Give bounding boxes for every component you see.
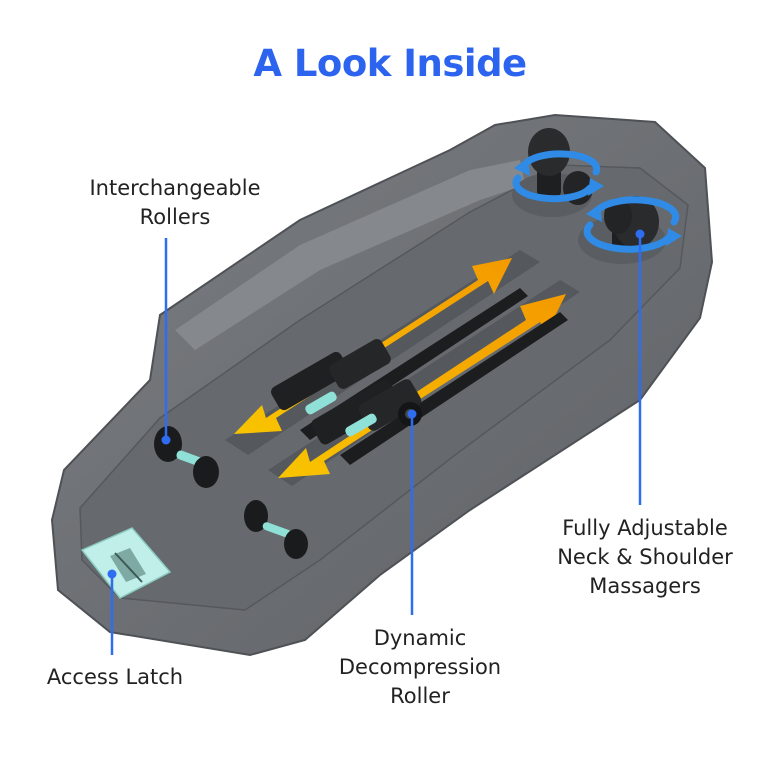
- callout-text: Roller: [390, 684, 450, 708]
- callout-access-latch: Access Latch: [30, 663, 200, 692]
- interchangeable-roller: [154, 426, 219, 488]
- interchangeable-roller: [244, 500, 308, 559]
- callout-text: Rollers: [139, 205, 211, 229]
- roller-belt: [340, 312, 568, 465]
- callout-text: Fully Adjustable: [562, 516, 728, 540]
- callout-massagers: Fully Adjustable Neck & Shoulder Massage…: [540, 514, 750, 601]
- callout-text: Massagers: [589, 574, 701, 598]
- page-title: A Look Inside: [253, 42, 527, 85]
- top-ridge: [175, 160, 525, 350]
- rail-channel: [268, 280, 580, 486]
- access-latch: [80, 527, 172, 599]
- rotation-arrow-icon: [588, 178, 604, 196]
- neck-massager-left: [528, 128, 593, 205]
- callout-text: Access Latch: [46, 665, 184, 689]
- callout-interchangeable-rollers: Interchangeable Rollers: [60, 174, 290, 232]
- rotation-arrow-icon: [583, 196, 680, 253]
- neck-massager-right: [604, 196, 659, 252]
- rotation-arrow-icon: [586, 204, 602, 222]
- callout-text: Decompression: [338, 655, 502, 679]
- callout-dot-latch: [107, 569, 117, 579]
- callout-text: Neck & Shoulder: [557, 545, 733, 569]
- callout-dot-rollers: [161, 435, 171, 445]
- rotation-arrow-icon: [512, 150, 601, 203]
- rotation-arrow-icon: [666, 228, 682, 246]
- callout-text: Dynamic: [373, 626, 467, 650]
- callout-dynamic-decompression-roller: Dynamic Decompression Roller: [320, 624, 520, 711]
- rotation-arrow-icon: [514, 158, 530, 176]
- travel-arrow-icon: [278, 294, 566, 478]
- travel-arrow-icon: [234, 258, 512, 434]
- callout-text: Interchangeable: [89, 176, 261, 200]
- callout-dot-massagers: [635, 229, 645, 239]
- callout-dot-dynamic: [407, 409, 417, 419]
